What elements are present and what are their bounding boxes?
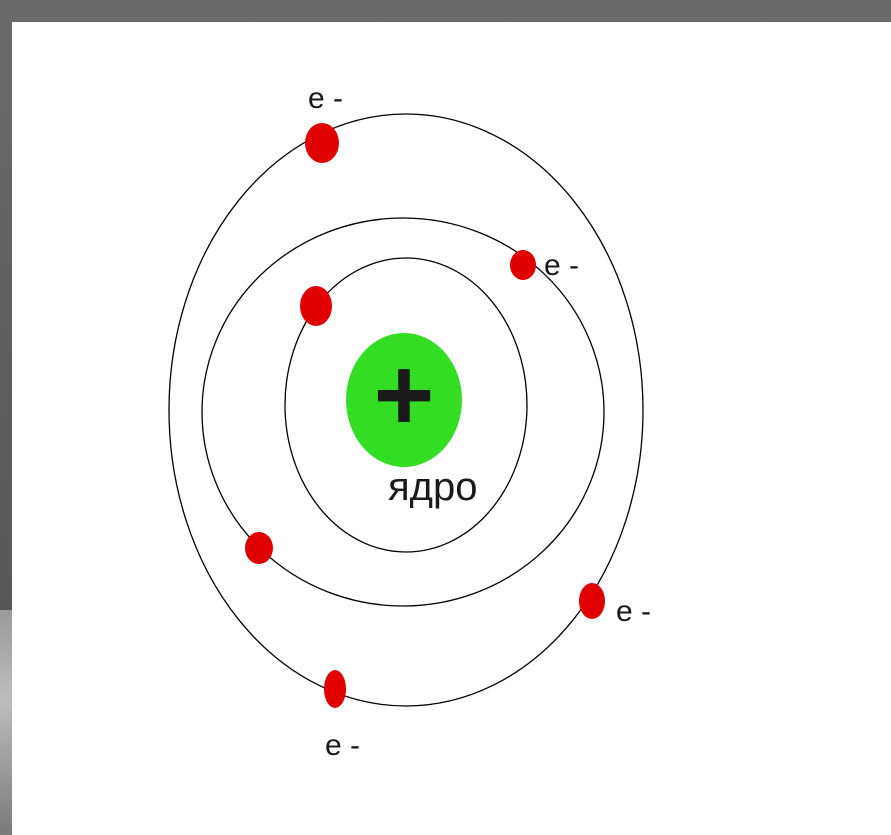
nucleus-sign: + xyxy=(374,337,435,453)
atom-diagram: + ядро e - e - e - e - xyxy=(12,22,891,835)
slide-canvas: + ядро e - e - e - e - xyxy=(12,22,891,835)
electron xyxy=(324,670,346,708)
electron-label: e - xyxy=(308,82,343,115)
electron xyxy=(305,123,339,163)
electron-label: e - xyxy=(325,729,360,762)
frame-glare xyxy=(0,610,12,835)
nucleus-label: ядро xyxy=(388,465,478,509)
electron xyxy=(579,583,605,619)
electron-label: e - xyxy=(616,595,651,628)
electron xyxy=(300,286,332,326)
electron-label: e - xyxy=(544,249,579,282)
electron xyxy=(510,250,536,280)
electron xyxy=(245,532,273,564)
